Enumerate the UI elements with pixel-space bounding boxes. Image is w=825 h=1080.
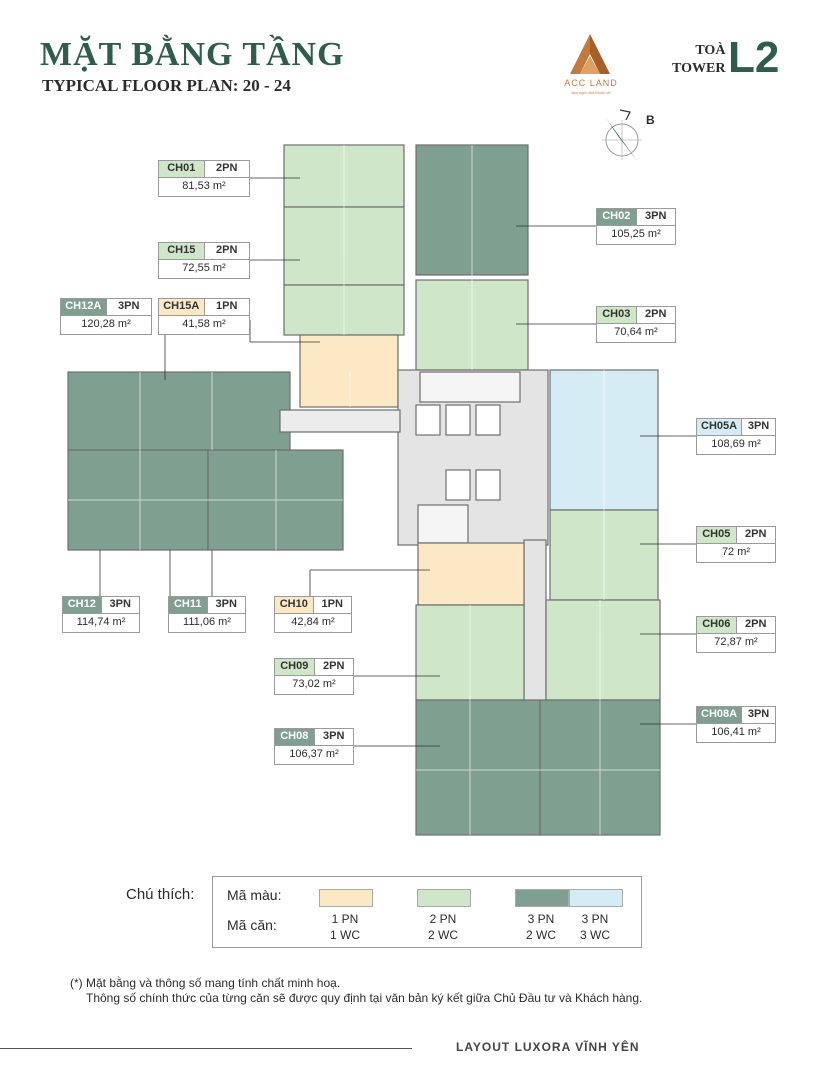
page-subtitle: TYPICAL FLOOR PLAN: 20 - 24	[42, 76, 291, 95]
legend-swatch-3pn-3wc	[569, 889, 623, 907]
lift-1	[415, 404, 441, 436]
unit-ch12a	[67, 371, 291, 451]
tower-label: TOÀ TOWER	[672, 42, 725, 78]
lift-2	[445, 404, 471, 436]
legend-swatch-3pn-2wc	[515, 889, 569, 907]
footer-text: LAYOUT LUXORA VĨNH YÊN	[456, 1040, 640, 1054]
unit-ch10	[417, 542, 525, 606]
acc-land-logo	[570, 34, 610, 74]
legend-color-label: Mã màu:	[227, 887, 282, 903]
unit-ch06	[545, 599, 661, 701]
disclaimer-line-1: (*) Mặt bằng và thông số mang tính chất …	[70, 976, 341, 990]
stair-north	[419, 371, 521, 403]
lift-4	[445, 469, 471, 501]
footer-divider	[0, 1048, 412, 1049]
legend-unit-label: Mã căn:	[227, 917, 277, 933]
disclaimer-line-2: Thông số chính thức của từng căn sẽ được…	[86, 991, 643, 1005]
legend-swatch-1pn	[319, 889, 373, 907]
legend-title: Chú thích:	[126, 886, 195, 903]
corridor-west	[279, 409, 401, 433]
tower-label-vn: TOÀ	[695, 43, 726, 58]
logo-tagline: Nơi ngôi nhà thuộc về	[571, 90, 611, 95]
floor-plan	[67, 144, 696, 836]
page-title: MẶT BẰNG TẦNG	[40, 36, 345, 73]
unit-ch08	[415, 699, 541, 836]
legend-swatch-2pn	[417, 889, 471, 907]
lift-5	[475, 469, 501, 501]
lift-3	[475, 404, 501, 436]
stair-south	[417, 504, 469, 544]
compass-north-label: B	[646, 113, 655, 127]
logo-text: ACC LAND	[564, 78, 618, 88]
unit-ch15a	[299, 334, 399, 408]
compass-icon	[602, 109, 642, 162]
tower-label-en: TOWER	[672, 61, 726, 76]
tower-code: L2	[728, 33, 780, 82]
